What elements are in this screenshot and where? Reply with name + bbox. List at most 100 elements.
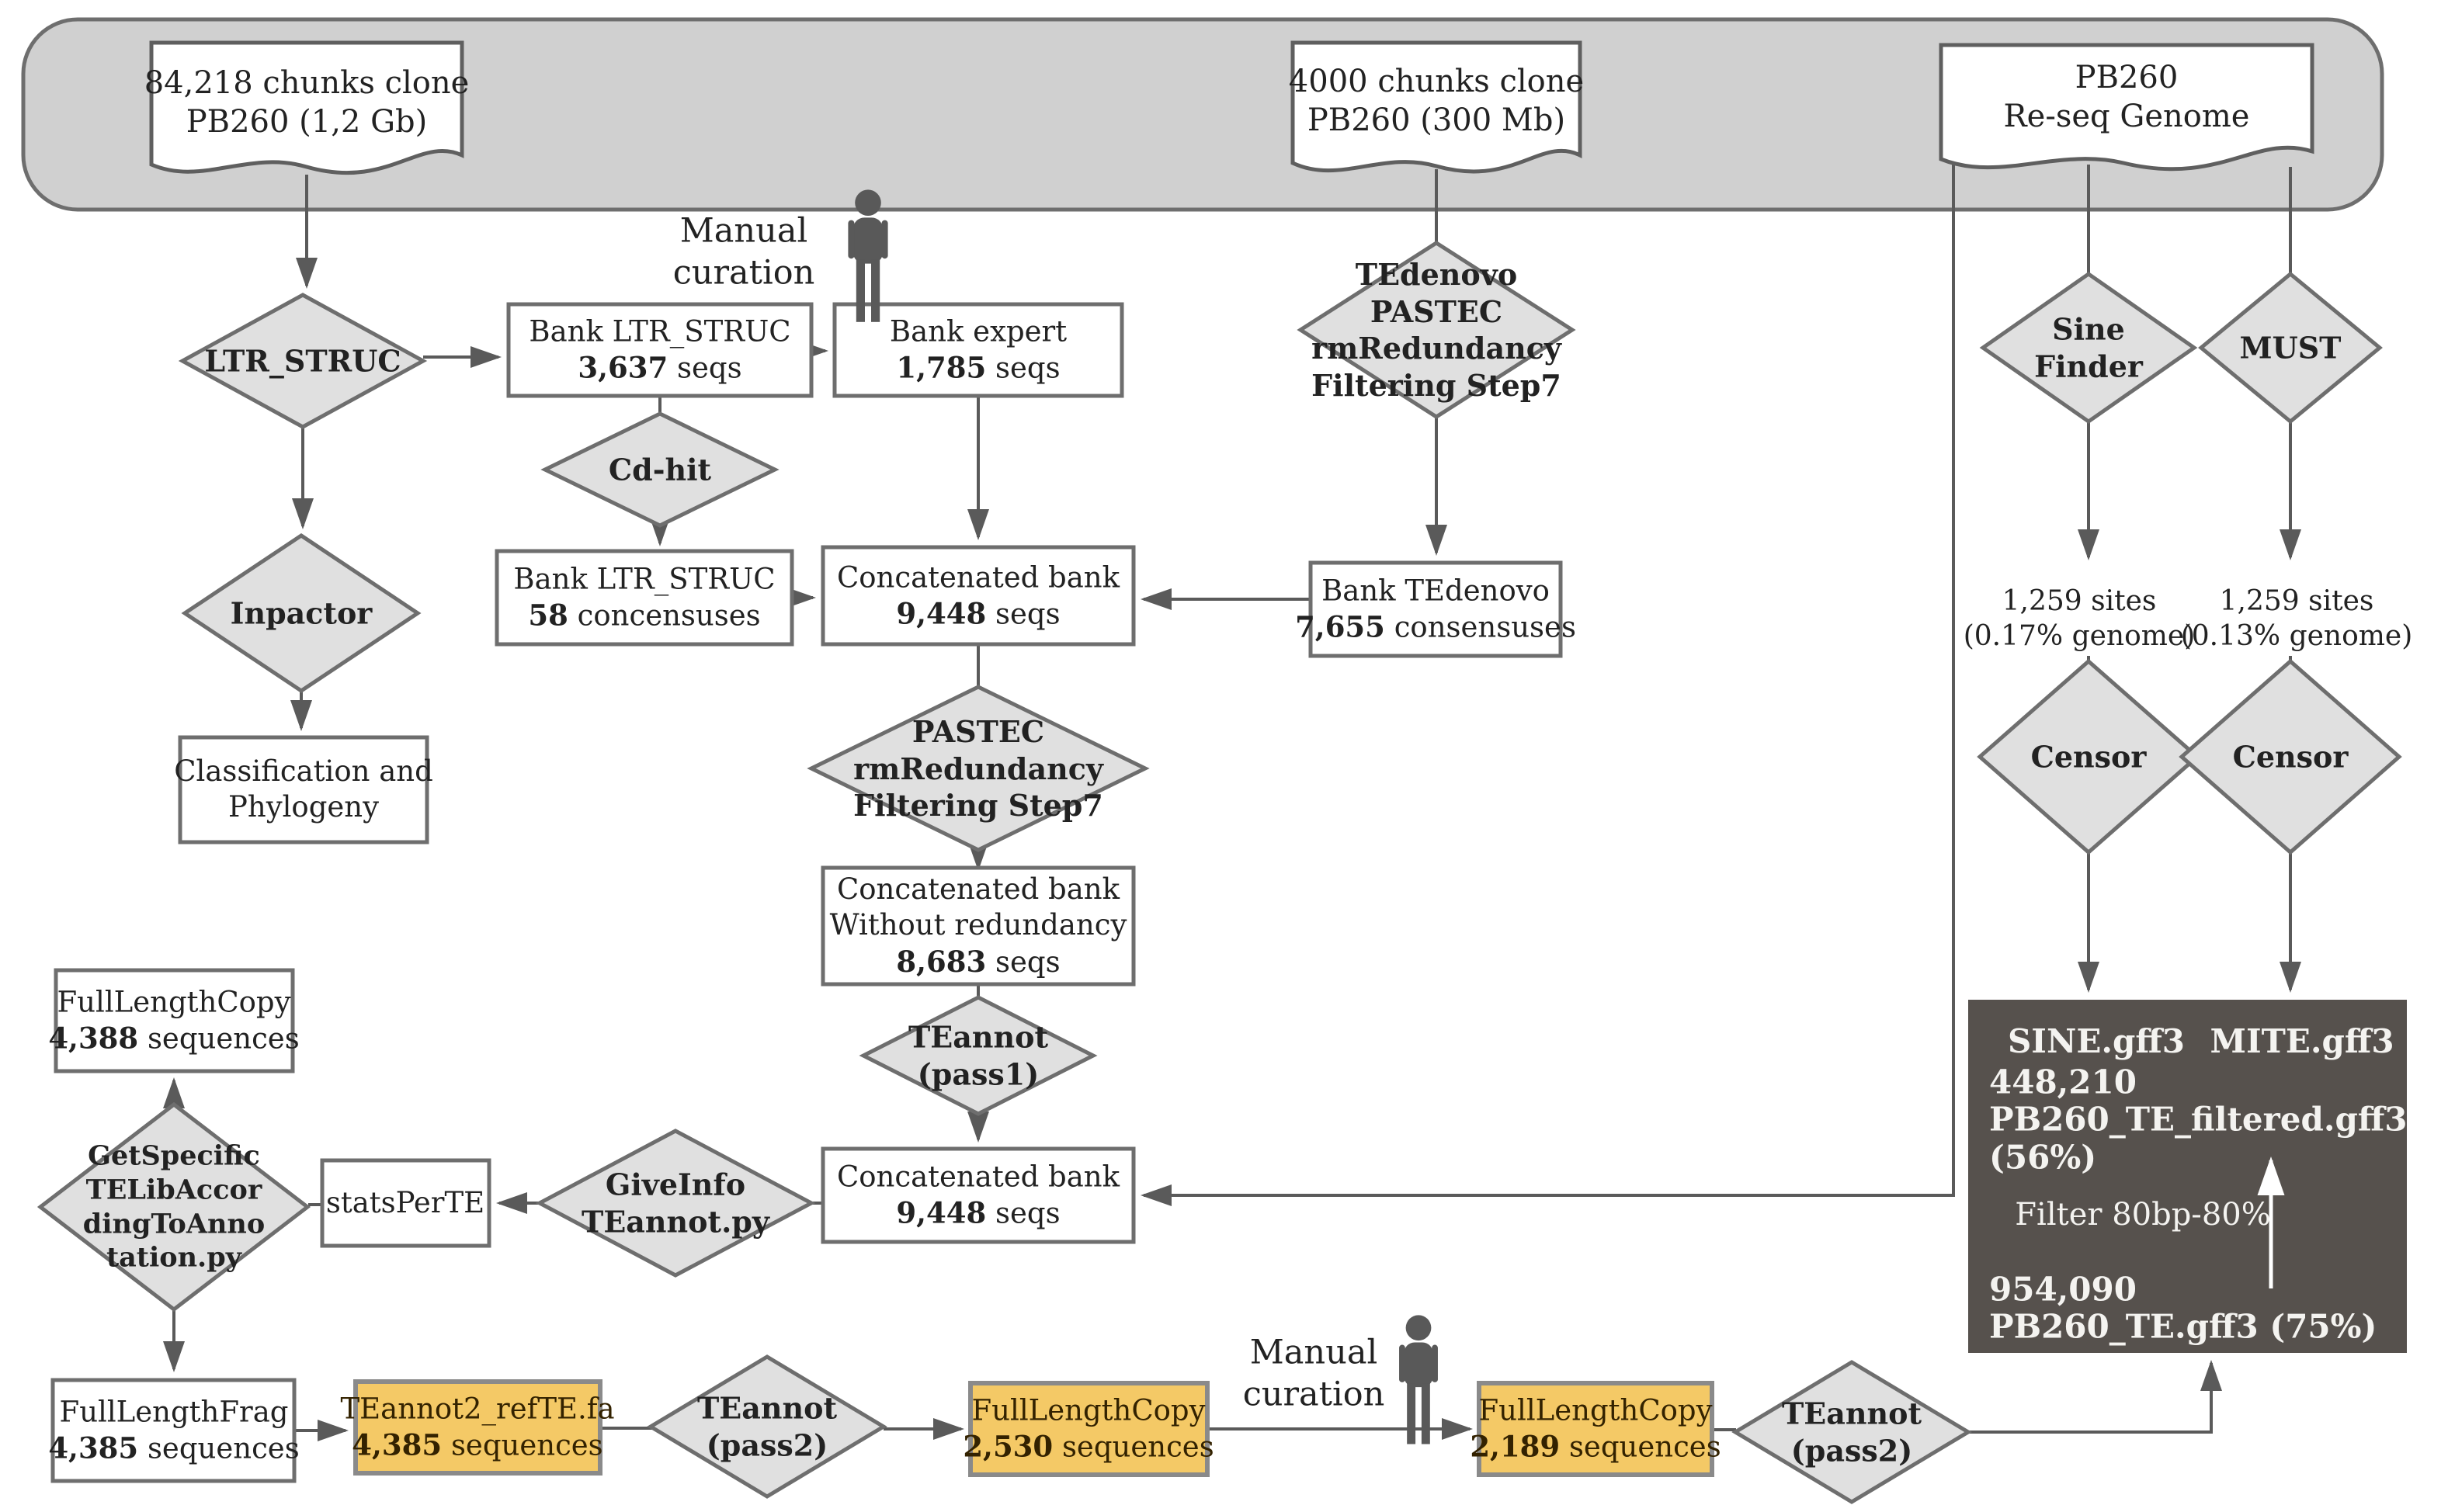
text-line: 954,090 [1989, 1270, 2137, 1309]
text-line: 2,530 sequences [963, 1429, 1214, 1464]
text-line: (pass2) [1790, 1433, 1913, 1468]
manual-curation-bottom-label: Manual curation [1243, 1332, 1385, 1416]
diamond-teannot-pass2-right [1731, 1360, 1972, 1504]
text-line: curation [1242, 1375, 1385, 1413]
text-line: FullLengthCopy [1478, 1393, 1713, 1427]
text-line: Bank LTR_STRUC [529, 314, 791, 349]
text-line: 4000 chunks clone [1288, 64, 1585, 99]
box-flf-4385 [50, 1378, 297, 1483]
doc-reseq-genome-label: PB260 Re-seq Genome [2004, 58, 2250, 136]
text-line: TEdenovo [1355, 257, 1518, 292]
diamond-giveinfo [535, 1129, 816, 1278]
censor-left-label: Censor [2031, 738, 2147, 775]
text-line: Phylogeny [227, 790, 380, 824]
text-line: Without redundancy [829, 908, 1127, 942]
inpactor-label: Inpactor [231, 595, 373, 632]
text-line: PB260_TE_filtered.gff3 [1989, 1100, 2408, 1139]
giveinfo-label: GiveInfo TEannot.py [582, 1167, 769, 1240]
text-line: PB260 (300 Mb) [1307, 102, 1566, 138]
concat-bottom-label: Concatenated bank 9,448 seqs [837, 1159, 1120, 1232]
censor-right-label: Censor [2233, 738, 2349, 775]
text-line: FullLengthCopy [971, 1393, 1206, 1427]
flc-2530-label: FullLengthCopy 2,530 sequences [963, 1392, 1214, 1465]
sites-right-label: 1,259 sites (0.13% genome) [2181, 584, 2413, 654]
text-line: Filtering Step7 [853, 787, 1103, 823]
text-line: MITE.gff3 [2210, 1021, 2394, 1060]
diamond-sine-finder [1979, 271, 2198, 425]
text-line: PB260 (1,2 Gb) [186, 104, 428, 140]
diamond-teannot-pass1 [859, 995, 1098, 1116]
text-line: statsPerTE [325, 1185, 485, 1219]
flc-2189-label: FullLengthCopy 2,189 sequences [1470, 1392, 1721, 1465]
text-line: SINE.gff3 [2007, 1021, 2186, 1060]
document-reseq-genome [1939, 43, 2314, 172]
teannot-pass2-left-label: TEannot (pass2) [697, 1390, 837, 1464]
getspecific-label: GetSpecific TELibAccor dingToAnno tation… [83, 1139, 265, 1275]
text-line: TELibAccor [85, 1174, 262, 1206]
text-line: TEannot.py [582, 1204, 769, 1239]
diamond-censor-left [1977, 658, 2200, 855]
text-line: 9,448 seqs [896, 1195, 1061, 1230]
text-line: 84,218 chunks clone [144, 65, 470, 101]
doc-chunks-84218-label: 84,218 chunks clone PB260 (1,2 Gb) [144, 64, 470, 141]
bank-expert-label: Bank expert 1,785 seqs [890, 314, 1067, 387]
text-line: 1,785 seqs [896, 350, 1061, 385]
curated-boxes [353, 1379, 1714, 1477]
pastec-label: PASTEC rmRedundancy Filtering Step7 [853, 713, 1103, 824]
person-icon [1399, 1315, 1438, 1444]
box-bank-ltr-58 [495, 549, 794, 647]
manual-curation-top-label: Manual curation [673, 210, 815, 294]
text-line: (pass1) [917, 1056, 1040, 1091]
filtered-gff3-label: 448,210 PB260_TE_filtered.gff3 (56%) [1989, 1063, 2408, 1177]
text-line: Concatenated bank [836, 560, 1120, 595]
text-line: dingToAnno [82, 1208, 266, 1240]
text-line: Sine [2052, 311, 2125, 347]
text-line: (0.13% genome) [2180, 620, 2413, 652]
text-line: TEannot [908, 1019, 1049, 1055]
text-line: Manual [1249, 1333, 1378, 1372]
box-concat-nr [821, 865, 1136, 987]
sine-finder-label: Sine Finder [2034, 311, 2143, 385]
box-flc-2189 [1477, 1381, 1714, 1477]
bank-tedenovo-label: Bank TEdenovo 7,655 consensuses [1295, 573, 1576, 646]
text-line: FullLengthFrag [59, 1395, 289, 1429]
statsperte-label: statsPerTE [326, 1185, 484, 1221]
text-line: Filter 80bp-80% [2015, 1197, 2271, 1233]
teannot-pass1-label: TEannot (pass1) [908, 1019, 1048, 1093]
text-line: Classification and [174, 754, 433, 788]
text-line: 58 concensuses [528, 598, 761, 633]
box-statsperte [320, 1158, 491, 1248]
box-teannot2-ref [353, 1379, 602, 1476]
classification-label: Classification and Phylogeny [174, 754, 433, 826]
total-gff3-label: 954,090 PB260_TE.gff3 (75%) [1989, 1271, 2377, 1347]
flc-4388-label: FullLengthCopy 4,388 sequences [48, 984, 299, 1057]
sites-left-label: 1,259 sites (0.17% genome) [1964, 584, 2196, 654]
sine-gff3-label: SINE.gff3 [2007, 1021, 2186, 1060]
diamond-cd-hit [540, 411, 780, 528]
text-line: curation [672, 253, 815, 292]
text-line: PASTEC [1370, 293, 1503, 329]
text-line: (0.17% genome) [1963, 620, 2196, 652]
edge-teannot2b-darkbox [1968, 1360, 2222, 1434]
text-line: Finder [2034, 349, 2143, 383]
bank-ltr-58-label: Bank LTR_STRUC 58 concensuses [513, 561, 775, 634]
text-line: Cd-hit [608, 452, 712, 487]
teannot-pass2-right-label: TEannot (pass2) [1782, 1396, 1922, 1469]
teannot2-ref-label: TEannot2_refTE.fa 4,385 sequences [340, 1391, 614, 1464]
text-line: 448,210 [1989, 1063, 2137, 1101]
text-line: PB260_TE.gff3 (75%) [1989, 1308, 2377, 1346]
diamond-getspecific [36, 1101, 311, 1313]
diamond-tedenovo-pastec [1297, 241, 1576, 419]
diamond-must [2198, 271, 2383, 425]
box-bank-tedenovo [1308, 560, 1563, 658]
text-line: 2,189 sequences [1470, 1429, 1721, 1464]
text-line: GiveInfo [605, 1167, 746, 1202]
text-line: TEannot [696, 1390, 838, 1426]
text-line: Bank TEdenovo [1321, 574, 1550, 608]
edge-doc3-concat2 [1141, 161, 1955, 1206]
text-line: Manual [679, 211, 808, 251]
document-chunks-84218 [149, 40, 464, 175]
text-line: (pass2) [706, 1427, 828, 1462]
box-flc-4388 [54, 968, 295, 1073]
